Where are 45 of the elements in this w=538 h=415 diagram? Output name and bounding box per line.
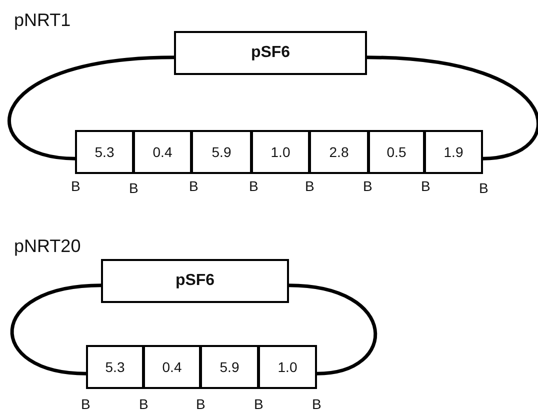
- plasmid-backbone-line: [8, 56, 174, 160]
- fragment-box: [75, 130, 134, 174]
- vector-box: [174, 31, 367, 75]
- restriction-site-label: B: [254, 396, 264, 412]
- fragment-box: [200, 345, 259, 389]
- restriction-site-label: B: [421, 178, 430, 194]
- restriction-site-label: B: [139, 396, 148, 412]
- vector-label: pSF6: [175, 272, 215, 290]
- fragment-size-label: 2.8: [329, 144, 349, 160]
- restriction-site-label: B: [249, 178, 258, 194]
- fragment-box: [143, 345, 201, 389]
- fragment-size-label: 0.4: [152, 144, 172, 160]
- restriction-site-label: B: [189, 178, 198, 194]
- fragment-size-label: 1.0: [278, 359, 298, 375]
- fragment-box: [86, 345, 144, 389]
- plasmid-backbone-line: [10, 284, 102, 376]
- fragment-box: [251, 130, 310, 174]
- restriction-site-label: B: [129, 180, 138, 196]
- restriction-site-label: B: [305, 178, 314, 194]
- vector-box: [101, 259, 289, 303]
- construct-name: pNRT20: [14, 236, 81, 257]
- plasmid-backbone-line: [288, 284, 377, 376]
- fragment-box: [424, 130, 483, 174]
- fragment-size-label: 0.4: [162, 359, 182, 375]
- fragment-size-label: 0.5: [386, 144, 406, 160]
- fragment-size-label: 5.9: [220, 359, 240, 375]
- fragment-box: [309, 130, 369, 174]
- fragment-size-label: 1.9: [444, 144, 464, 160]
- restriction-site-label: B: [312, 396, 322, 412]
- fragment-box: [191, 130, 252, 174]
- restriction-site-label: B: [363, 178, 372, 194]
- fragment-size-label: 5.3: [105, 359, 125, 375]
- fragment-size-label: 5.9: [212, 144, 232, 160]
- restriction-site-label: B: [196, 396, 206, 412]
- fragment-box: [133, 130, 192, 174]
- vector-label: pSF6: [250, 44, 290, 62]
- plasmid-backbone-line: [366, 56, 538, 160]
- fragment-box: [368, 130, 425, 174]
- restriction-site-label: B: [81, 396, 90, 412]
- restriction-site-label: B: [479, 180, 488, 196]
- fragment-size-label: 5.3: [94, 144, 114, 160]
- fragment-size-label: 1.0: [270, 144, 290, 160]
- fragment-box: [258, 345, 317, 389]
- restriction-site-label: B: [71, 178, 80, 194]
- construct-name: pNRT1: [14, 10, 71, 31]
